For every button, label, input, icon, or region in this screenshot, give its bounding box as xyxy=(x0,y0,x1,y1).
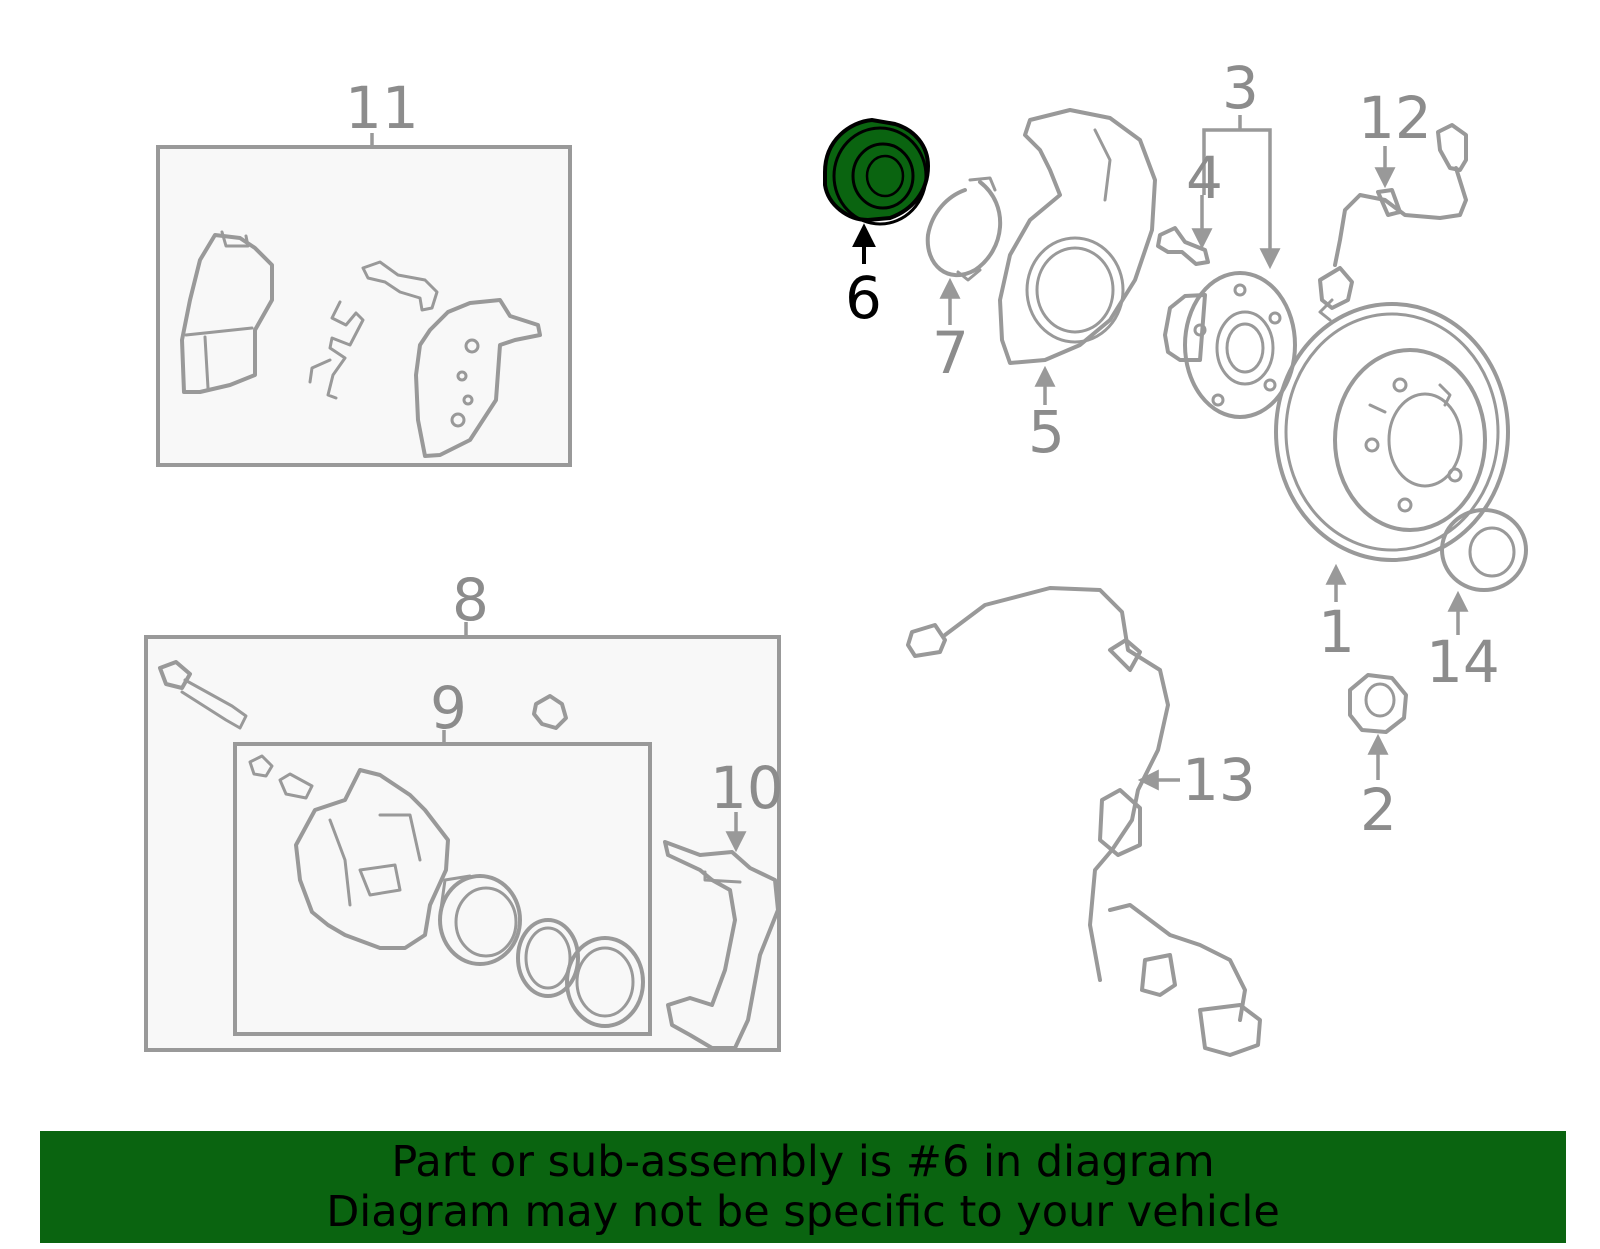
hub-nut xyxy=(1348,673,1408,780)
callout-5: 5 xyxy=(1028,398,1065,466)
banner-line-part: Part or sub-assembly is #6 in diagram xyxy=(391,1137,1215,1187)
callout-2: 2 xyxy=(1360,776,1397,844)
callout-9: 9 xyxy=(430,674,467,742)
callout-8: 8 xyxy=(452,566,489,634)
callout-3: 3 xyxy=(1222,54,1259,122)
callout-12: 12 xyxy=(1358,84,1432,152)
wheel-bearing-highlighted[interactable] xyxy=(823,117,931,264)
abs-sensor-wire xyxy=(906,586,1262,1057)
caliper-housing xyxy=(294,768,450,950)
grease-cap xyxy=(1440,508,1528,635)
brake-pad-left xyxy=(180,233,274,394)
bleeder-screw xyxy=(248,754,274,778)
dust-boot xyxy=(532,694,568,730)
wheel-hub xyxy=(1163,115,1297,419)
callout-4: 4 xyxy=(1186,144,1223,212)
callout-7: 7 xyxy=(932,319,969,387)
banner-line-disclaimer: Diagram may not be specific to your vehi… xyxy=(326,1187,1280,1237)
brake-pad-kit-group xyxy=(156,133,572,467)
callout-10: 10 xyxy=(710,754,784,822)
snap-ring xyxy=(925,176,1003,325)
wheel-bearing-body[interactable] xyxy=(823,117,931,223)
callout-13: 13 xyxy=(1182,746,1256,814)
callout-11: 11 xyxy=(345,74,419,142)
piston-boot xyxy=(565,936,645,1028)
callout-1: 1 xyxy=(1318,598,1355,666)
caliper-bracket xyxy=(663,840,780,1050)
brake-hose xyxy=(1318,123,1468,322)
callout-6: 6 xyxy=(845,264,882,332)
caliper-piston xyxy=(438,874,522,966)
brake-pad-right xyxy=(414,298,542,458)
callout-14: 14 xyxy=(1426,628,1500,696)
info-banner: Part or sub-assembly is #6 in diagram Di… xyxy=(40,1131,1566,1243)
brake-rotor xyxy=(1274,302,1510,602)
piston-seal xyxy=(516,918,580,998)
pad-clip xyxy=(326,300,365,400)
caliper-assembly-group xyxy=(144,622,781,1052)
hub-bolt xyxy=(1156,195,1213,266)
pad-shim xyxy=(361,260,439,312)
dust-shield xyxy=(998,108,1157,405)
